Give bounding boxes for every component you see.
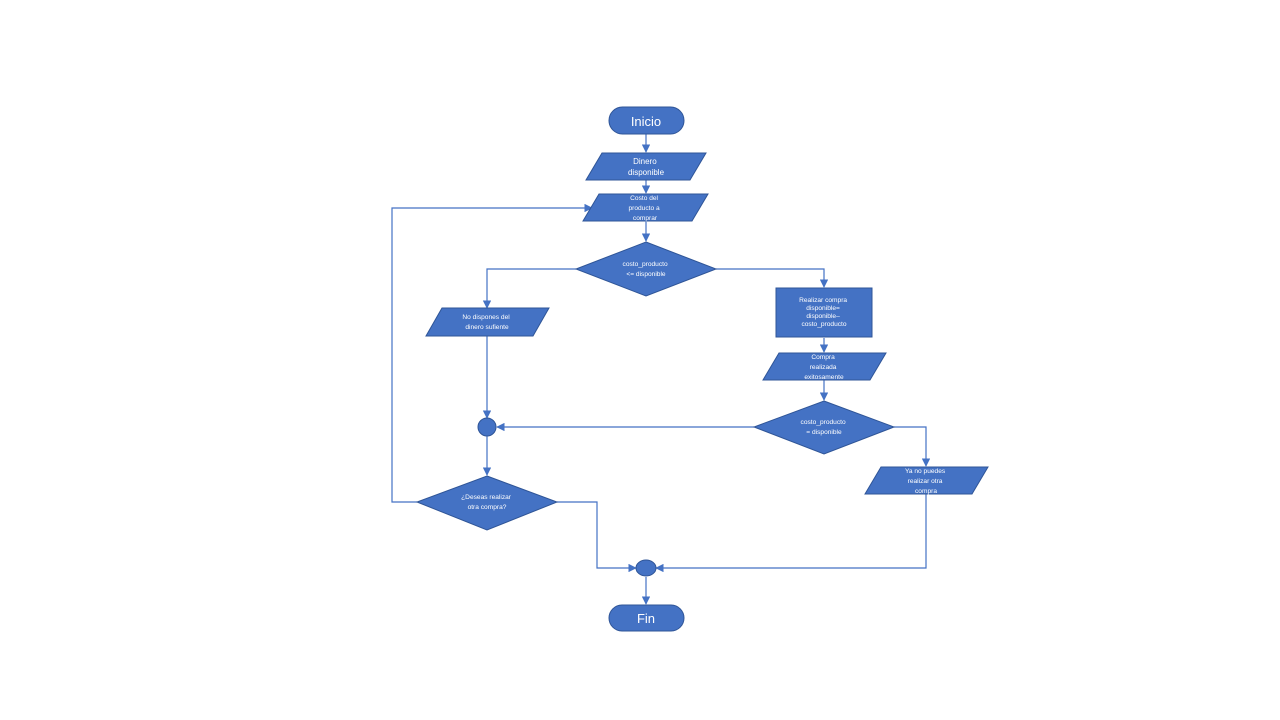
terminator-shape bbox=[608, 106, 685, 135]
node-no-dispones: No dispones del dinero sufiente bbox=[425, 307, 550, 337]
node-merge-2 bbox=[635, 559, 657, 577]
node-decision3-label: ¿Deseas realizar otra compra? bbox=[461, 494, 513, 511]
node-merge-1 bbox=[477, 417, 497, 437]
node-ya-no-puedes: Ya no puedes realizar otra compra bbox=[864, 466, 989, 495]
connectors bbox=[391, 134, 931, 605]
edge-decision3-loop-to-costo bbox=[391, 203, 593, 503]
node-decision-costo-menor-igual: costo_producto <= disponible bbox=[574, 241, 718, 297]
node-inicio-label: Inicio bbox=[631, 114, 661, 129]
data-shape bbox=[762, 352, 887, 381]
node-no-dinero-label: No dispones del dinero sufiente bbox=[462, 314, 511, 331]
node-decision1-label: costo_producto <= disponible bbox=[623, 261, 670, 278]
node-decision-otra-compra: ¿Deseas realizar otra compra? bbox=[415, 475, 559, 531]
node-realizar-compra: Realizar compra disponible= disponible– … bbox=[775, 287, 873, 338]
node-decision2-label: costo_producto = disponible bbox=[801, 419, 848, 436]
node-dinero-disponible: Dinero disponible bbox=[585, 152, 707, 181]
node-decision-costo-igual: costo_producto = disponible bbox=[752, 400, 896, 455]
node-fin: Fin bbox=[608, 604, 685, 632]
node-realizar-label: Realizar compra disponible= disponible– … bbox=[799, 297, 849, 328]
process-shape bbox=[775, 287, 873, 338]
node-costo-label: Costo del producto a comprar bbox=[628, 195, 661, 222]
decision-shape bbox=[415, 475, 559, 531]
node-compra-ok-label: Compra realizada exitosamente bbox=[804, 354, 844, 381]
edge-ya-no-to-merge2 bbox=[655, 494, 927, 573]
connector-circle bbox=[635, 559, 657, 577]
decision-shape bbox=[574, 241, 718, 297]
edge-decision1-to-no-dinero bbox=[482, 268, 576, 309]
node-costo-producto: Costo del producto a comprar bbox=[582, 193, 709, 222]
data-shape bbox=[864, 466, 989, 495]
node-compra-realizada: Compra realizada exitosamente bbox=[762, 352, 887, 381]
node-inicio: Inicio bbox=[608, 106, 685, 135]
edge-decision1-to-realizar bbox=[716, 268, 829, 288]
node-fin-label: Fin bbox=[637, 611, 655, 626]
data-shape bbox=[425, 307, 550, 337]
data-shape bbox=[585, 152, 707, 181]
data-shape bbox=[582, 193, 709, 222]
node-dinero-label: Dinero disponible bbox=[628, 157, 665, 177]
decision-shape bbox=[752, 400, 896, 455]
edge-decision3-to-merge2 bbox=[557, 501, 637, 573]
connector-circle bbox=[477, 417, 497, 437]
terminator-shape bbox=[608, 604, 685, 632]
edge-decision2-to-ya-no bbox=[894, 426, 931, 467]
node-ya-no-label: Ya no puedes realizar otra compra bbox=[905, 468, 947, 495]
